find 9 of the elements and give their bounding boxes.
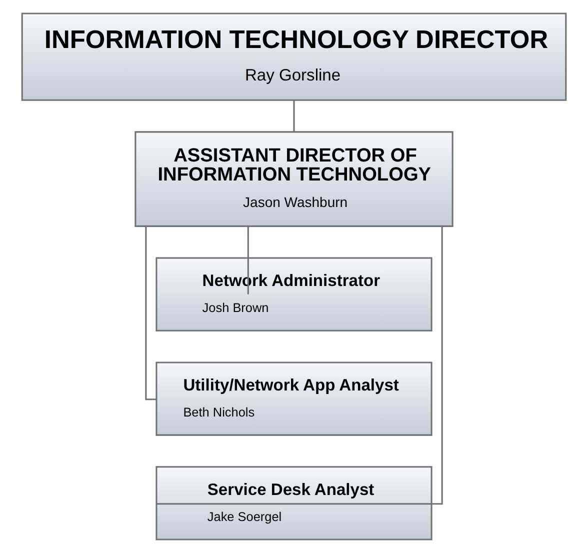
connector [247,226,249,294]
node-box: ASSISTANT DIRECTOR OF INFORMATION TECHNOLOGY Jason Washburn [134,131,454,227]
connector [156,226,443,505]
node-box: Network Administrator Josh Brown [156,257,432,332]
node-box: INFORMATION TECHNOLOGY DIRECTOR Ray Gorsline [21,12,567,101]
connector [293,100,295,132]
node-box: Service Desk Analyst Jake Soergel [156,466,432,540]
node-box: Utility/Network App Analyst Beth Nichols [156,362,432,436]
connector [145,226,156,400]
